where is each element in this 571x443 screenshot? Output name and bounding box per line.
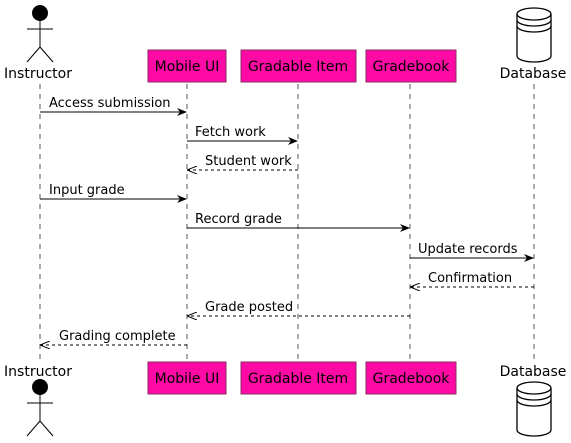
database-top: Database [500, 7, 567, 82]
participant-label-gradable-item: Gradable Item [248, 371, 348, 387]
message-label: Input grade [49, 183, 125, 198]
message-label: Record grade [195, 212, 282, 227]
participant-label-instructor: Instructor [4, 66, 72, 82]
participant-box [147, 49, 227, 83]
participant-label-gradebook: Gradebook [373, 371, 451, 387]
participant-label-mobile-ui: Mobile UI [155, 371, 220, 387]
participants-bottom: Instructor Mobile UI Gradable Item Grade… [4, 361, 567, 437]
actor-icon [32, 379, 48, 395]
message-label: Fetch work [195, 125, 266, 140]
participant-label-gradable-item: Gradable Item [248, 59, 348, 75]
actor-instructor-bottom: Instructor [4, 364, 72, 437]
lifelines [39, 84, 535, 360]
participant-box [365, 361, 457, 395]
database-bottom: Database [500, 364, 567, 437]
participant-label-gradebook: Gradebook [373, 59, 451, 75]
message-label: Access submission [49, 96, 171, 111]
participant-gradable-item-bottom: Gradable Item [240, 361, 357, 395]
participants-top: Instructor Mobile UI Gradable Item Grade… [4, 5, 567, 83]
participant-box [240, 49, 357, 83]
message-label: Confirmation [428, 271, 512, 286]
participant-gradebook-bottom: Gradebook [365, 361, 457, 395]
participant-label-instructor: Instructor [4, 364, 72, 380]
participant-mobile-ui-top: Mobile UI [147, 49, 227, 83]
participant-gradable-item-top: Gradable Item [240, 49, 357, 83]
messages: Access submission Fetch work Student wor… [40, 96, 534, 345]
participant-box [365, 49, 457, 83]
participant-label-database: Database [500, 66, 567, 82]
participant-gradebook-top: Gradebook [365, 49, 457, 83]
message-label: Student work [205, 154, 292, 169]
actor-icon [32, 5, 48, 21]
participant-mobile-ui-bottom: Mobile UI [147, 361, 227, 395]
message-label: Grading complete [59, 329, 176, 344]
database-icon [516, 381, 552, 437]
participant-box [240, 361, 357, 395]
participant-label-mobile-ui: Mobile UI [155, 59, 220, 75]
participant-box [147, 361, 227, 395]
database-icon [516, 7, 552, 63]
message-label: Update records [418, 242, 518, 257]
actor-instructor-top: Instructor [4, 5, 72, 82]
participant-label-database: Database [500, 364, 567, 380]
message-label: Grade posted [205, 300, 293, 315]
